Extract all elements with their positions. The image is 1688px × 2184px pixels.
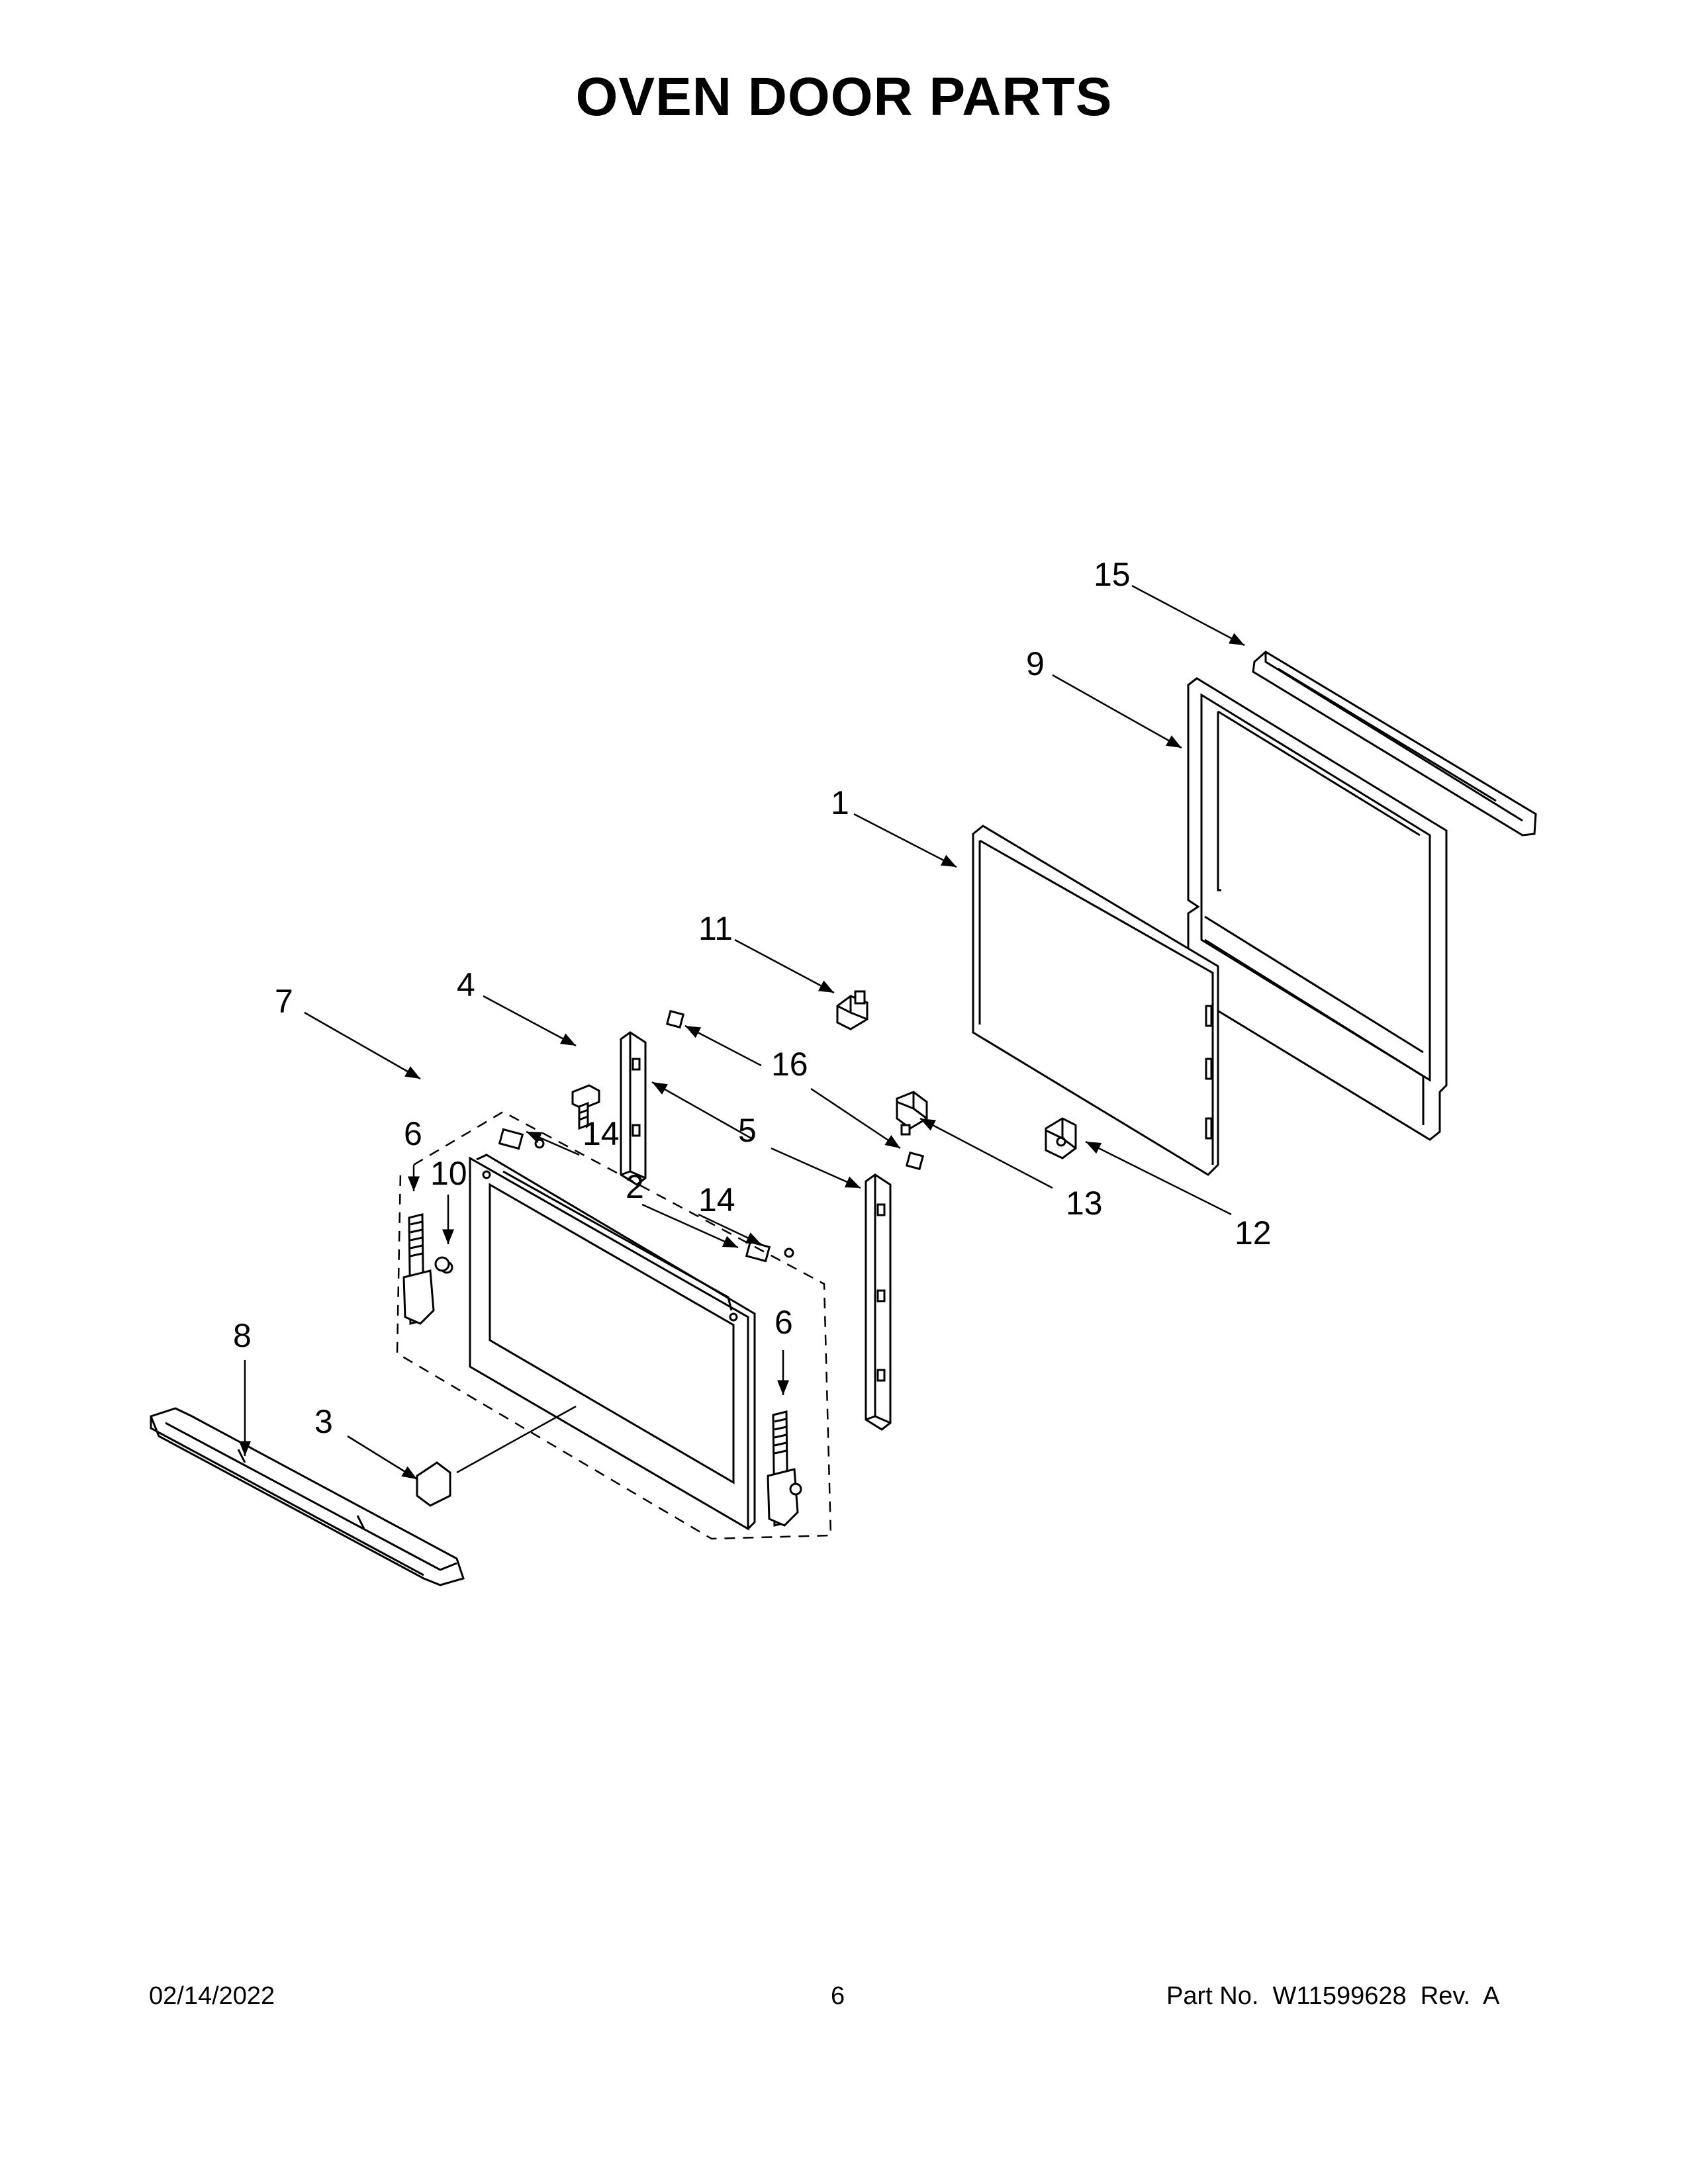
callout-10: 10 [430,1155,467,1192]
part-9-inner-door [1187,677,1448,1141]
callout-14-left: 14 [583,1115,620,1152]
part-5-side-channel-right [865,1173,892,1431]
callout-6-left: 6 [404,1115,422,1152]
callout-12: 12 [1235,1214,1272,1251]
part-1-glass-panel [972,825,1219,1176]
callout-labels: 15 9 1 11 7 4 16 5 14 6 10 2 14 13 12 6 … [233,556,1272,1440]
part-no-label: Part No. [1166,1982,1259,2010]
part-2-outer-door [469,1154,756,1531]
callout-14-right: 14 [698,1181,735,1218]
rev-value: A [1483,1982,1500,2010]
footer-date: 02/14/2022 [149,1982,275,2010]
callout-13: 13 [1066,1185,1103,1222]
leader-lines [239,584,1245,1480]
rev-label: Rev. [1420,1982,1471,2010]
callout-2: 2 [626,1168,644,1205]
part-no-value: W11599628 [1272,1982,1407,2010]
page-title: OVEN DOOR PARTS [575,67,1113,127]
part-16-gasket-top [665,1009,685,1029]
part-11-clip [836,990,868,1030]
callout-15: 15 [1094,556,1131,593]
part-4-screw [571,1084,600,1130]
part-12-hinge-bracket [1045,1117,1077,1160]
callout-16: 16 [771,1046,808,1083]
callout-3: 3 [314,1403,333,1440]
callout-4: 4 [457,966,475,1003]
part-3-clip [416,1461,451,1507]
callout-9: 9 [1026,645,1045,682]
part-5-side-channel-left [620,1031,647,1186]
footer-part-number: Part No. W11599628 Rev. A [1166,1982,1499,2011]
part-16-gasket-bottom [905,1151,925,1171]
footer-page-number: 6 [831,1982,845,2010]
callout-5: 5 [738,1112,757,1149]
callout-8: 8 [233,1317,252,1354]
callout-6-right: 6 [774,1304,793,1341]
callout-11: 11 [698,910,733,947]
part-10-pin [434,1256,450,1272]
callout-7: 7 [275,983,293,1020]
part-6-hinge-right [767,1410,802,1527]
part-14-spacer-left [498,1128,545,1150]
part-8-handle [150,1407,465,1586]
callout-1: 1 [831,784,849,821]
part-13-bracket [896,1091,928,1136]
part-14-spacer-right [745,1240,794,1263]
part-15-door-trim [1252,651,1537,837]
